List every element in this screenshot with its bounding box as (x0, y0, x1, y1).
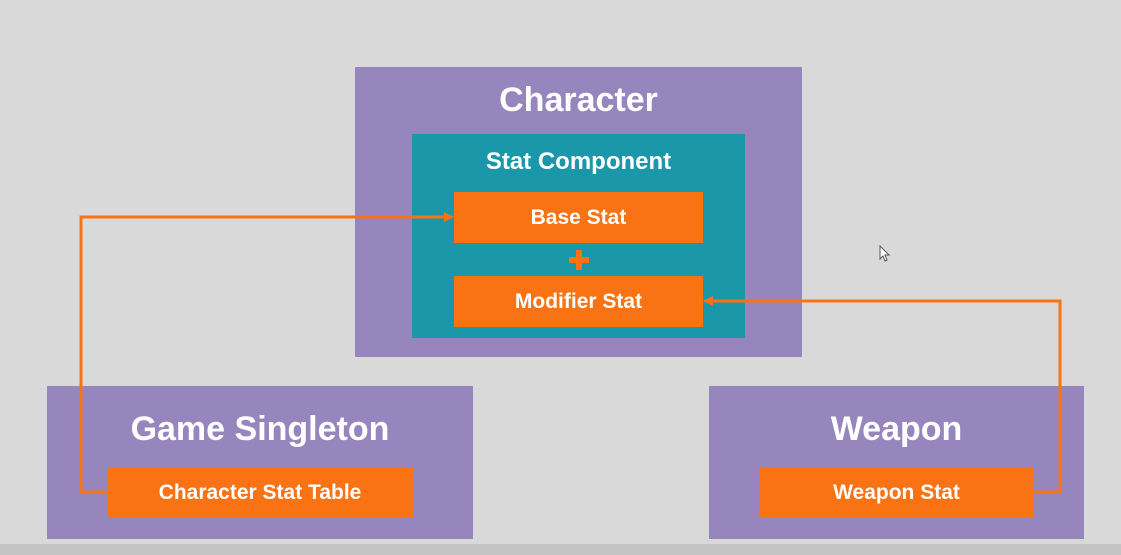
weapon-title: Weapon (830, 410, 963, 448)
bottom-edge-strip (0, 544, 1121, 555)
base-stat-box: Base Stat (454, 192, 703, 243)
modifier-stat-label: Modifier Stat (514, 289, 643, 313)
weapon-stat-box: Weapon Stat (759, 467, 1034, 518)
stat-component-title: Stat Component (485, 148, 672, 175)
arrow-table-to-base-stat (79, 212, 454, 494)
plus-icon (569, 250, 589, 270)
character-stat-table-box: Character Stat Table (107, 467, 413, 518)
game-singleton-title: Game Singleton (130, 410, 390, 448)
character-title: Character (499, 81, 658, 119)
weapon-stat-label: Weapon Stat (833, 480, 960, 504)
character-stat-table-label: Character Stat Table (158, 480, 362, 504)
mouse-pointer-icon (879, 245, 891, 262)
modifier-stat-box: Modifier Stat (454, 276, 703, 327)
arrow-weapon-stat-to-modifier-stat (703, 296, 1062, 494)
base-stat-label: Base Stat (530, 205, 627, 229)
